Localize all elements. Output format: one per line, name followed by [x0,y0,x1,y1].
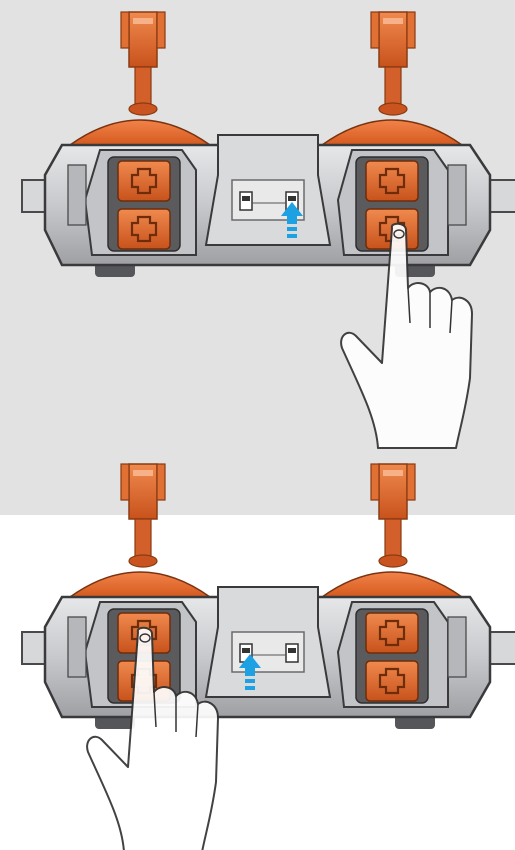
right-joystick-icon [371,464,415,567]
left-joystick-icon [121,464,165,567]
bottom-panel [22,464,515,850]
remote-controller-icon [22,572,515,729]
remote-controller-icon [22,120,515,277]
top-panel [0,0,515,515]
